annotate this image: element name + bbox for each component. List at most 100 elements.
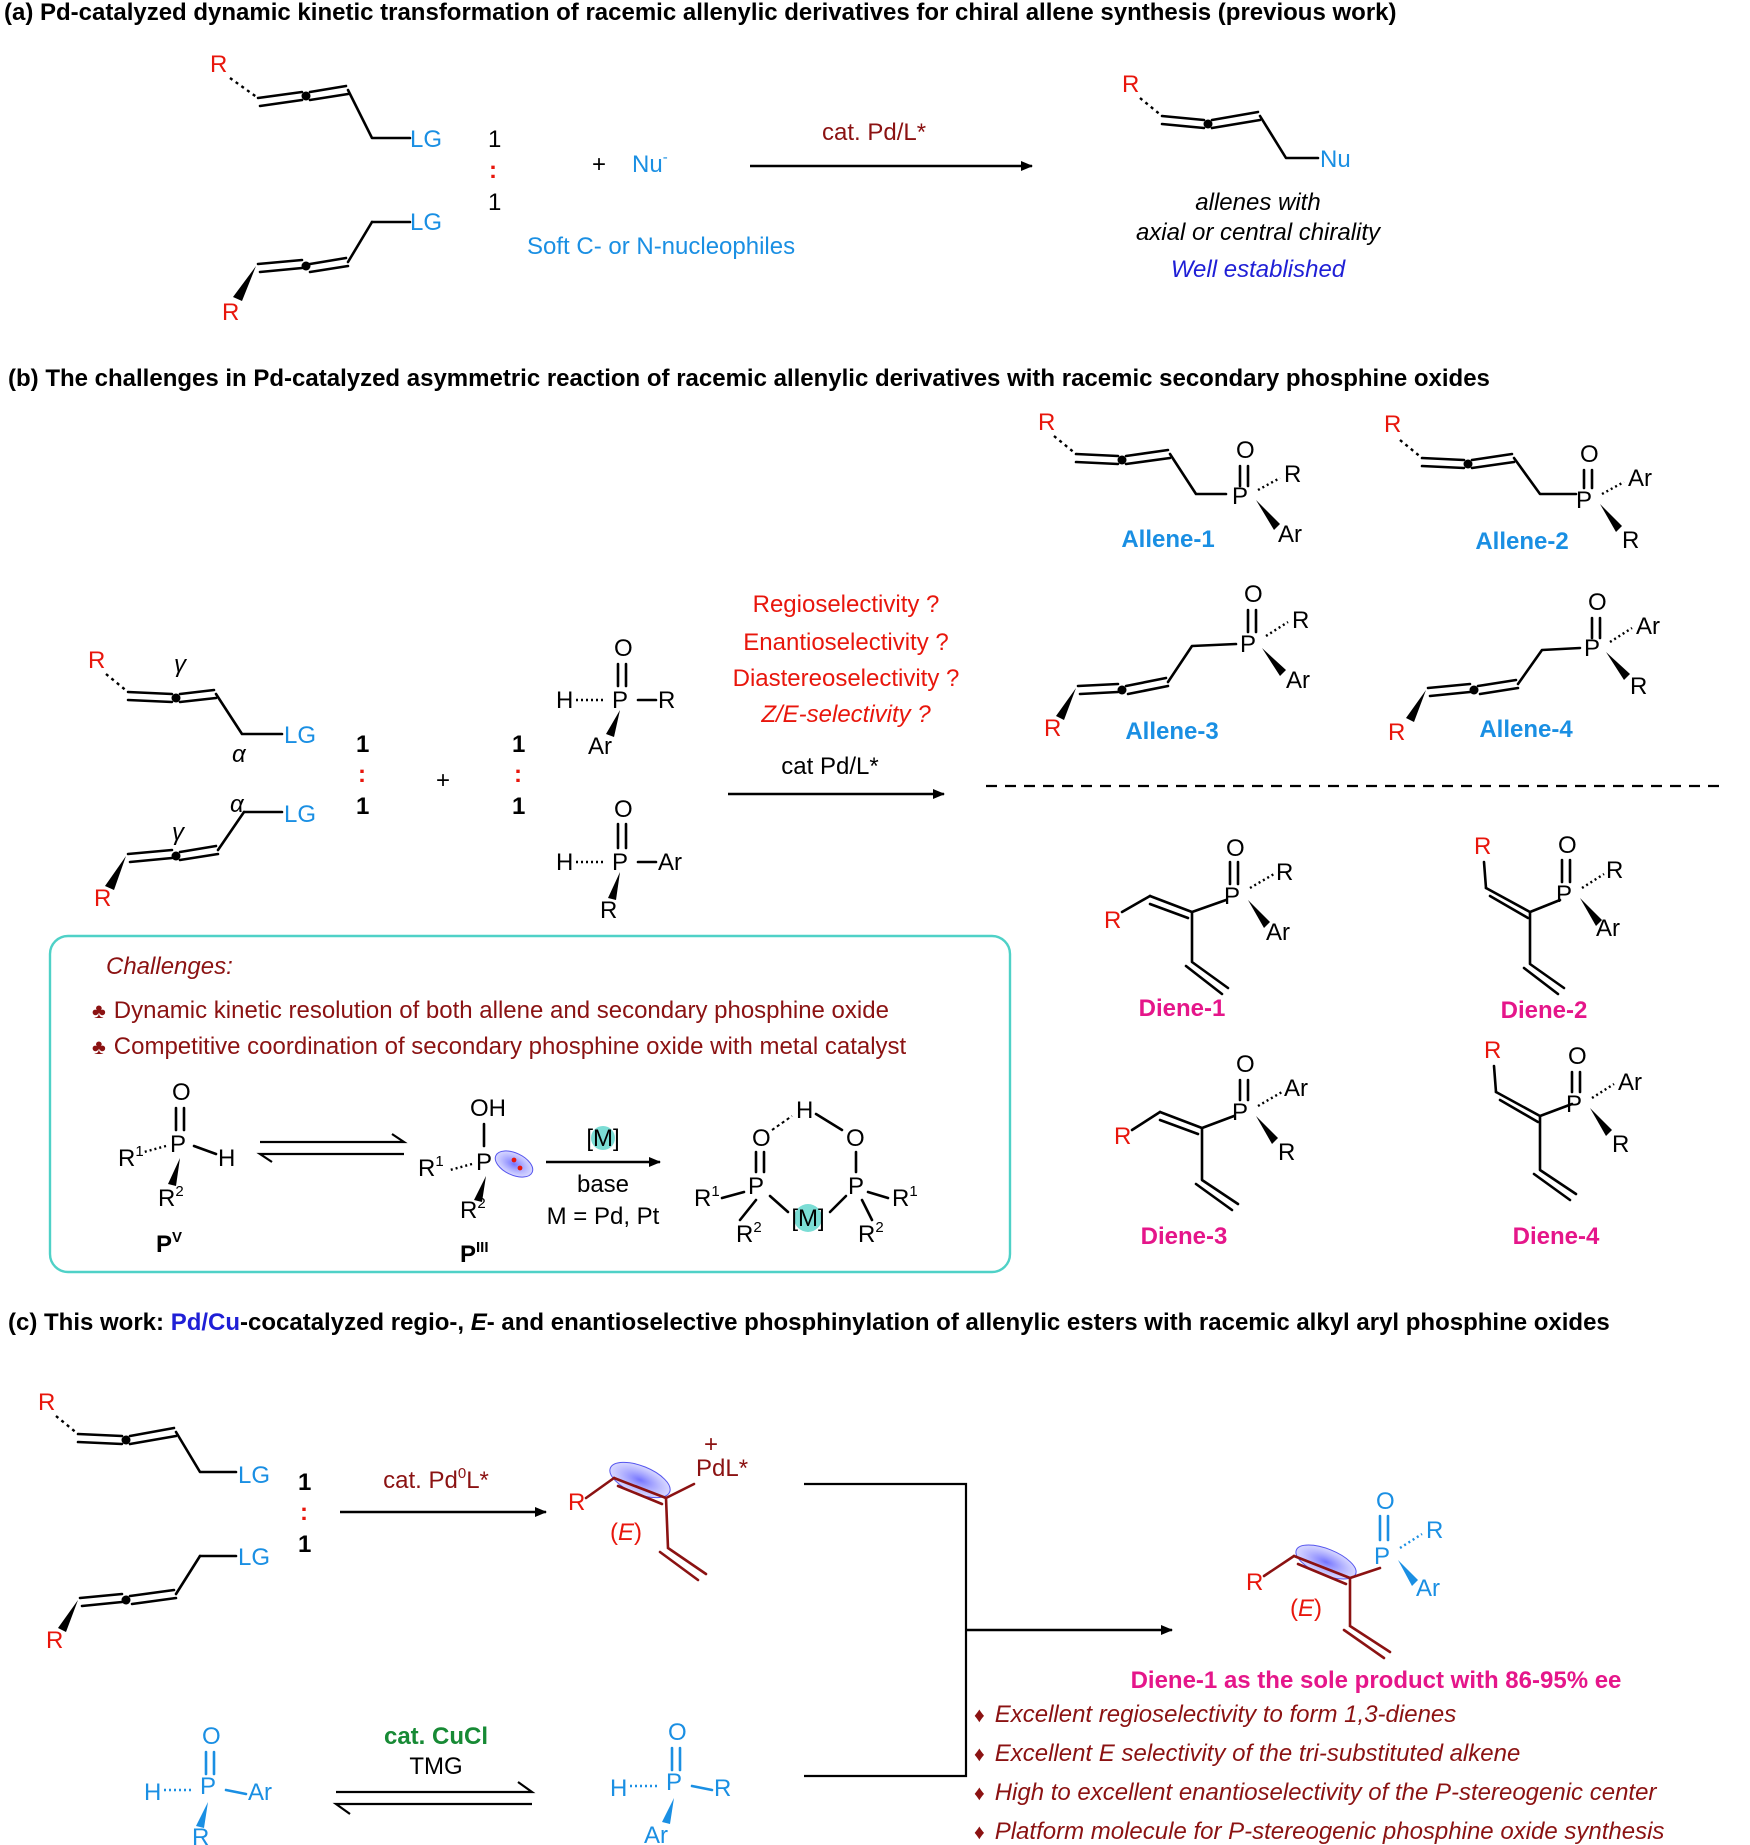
r1-label: R1 — [694, 1183, 720, 1212]
panel-c: (c) This work: Pd/Cu-cocatalyzed regio-,… — [8, 1309, 1664, 1845]
metal-label: [M] — [791, 1205, 824, 1232]
p-label: P — [1584, 635, 1600, 662]
status-note: Well established — [1171, 256, 1346, 283]
product-diene-1: R O P R Ar (E) — [1246, 1488, 1443, 1660]
allene-4-label: Allene-4 — [1479, 716, 1573, 743]
question-ze-selectivity: Z/E-selectivity ? — [760, 701, 931, 728]
diene-1-structure: R O P R Ar — [1104, 835, 1293, 996]
p-label: P — [1240, 631, 1256, 658]
r-label: R — [1104, 907, 1121, 934]
ratio-bottom: 1 — [298, 1531, 311, 1558]
equilibrium-arrow-forward — [336, 1781, 536, 1794]
allene-4-structure: O P Ar R R — [1388, 589, 1660, 746]
cu-catalyst: cat. CuCl — [384, 1723, 488, 1750]
r2-label: R2 — [736, 1219, 762, 1248]
p-label: P — [170, 1131, 186, 1158]
allene-3-structure: O P R Ar R — [1044, 581, 1310, 742]
r1-label: R1 — [118, 1143, 144, 1172]
lg-label: LG — [284, 722, 316, 749]
alpha-label: α — [232, 741, 247, 768]
r-label: R — [1388, 719, 1405, 746]
equilibrium-arrow-reverse — [256, 1152, 404, 1163]
o-label: O — [614, 635, 633, 662]
diene-2-structure: R O P R Ar — [1474, 832, 1623, 996]
panel-b: (b) The challenges in Pd-catalyzed asymm… — [8, 365, 1726, 1274]
r-label: R — [600, 897, 617, 924]
p-label: P — [848, 1173, 864, 1200]
p-label: P — [1224, 883, 1240, 910]
ar-label: Ar — [644, 1822, 668, 1845]
o-label: O — [1376, 1488, 1395, 1515]
r-label: R — [222, 299, 239, 326]
o-label: O — [172, 1079, 191, 1106]
p-label: P — [1576, 487, 1592, 514]
ar-label: Ar — [1636, 613, 1660, 640]
r-label: R — [1612, 1131, 1629, 1158]
allene-bottom-c: LG R — [46, 1544, 270, 1654]
feature-3: ♦High to excellent enantioselectivity of… — [974, 1779, 1657, 1806]
ar-label: Ar — [1278, 521, 1302, 548]
ar-label: Ar — [1416, 1575, 1440, 1602]
question-regioselectivity: Regioselectivity ? — [753, 591, 940, 618]
o-label: O — [1588, 589, 1607, 616]
r-label: R — [210, 51, 227, 78]
diene-1-label: Diene-1 — [1139, 995, 1226, 1022]
r2-label: R2 — [158, 1183, 184, 1212]
alpha-label: α — [230, 791, 245, 818]
panel-a-title: (a) Pd-catalyzed dynamic kinetic transfo… — [4, 0, 1397, 26]
allene-bottom-b: α LG γ R — [94, 791, 316, 912]
r-label: R — [1474, 833, 1491, 860]
lg-label: LG — [284, 801, 316, 828]
r-label: R — [1276, 859, 1293, 886]
ratio-bottom: 1 — [488, 189, 501, 216]
r-label: R — [1278, 1139, 1295, 1166]
question-diastereoselectivity: Diastereoselectivity ? — [733, 665, 960, 692]
ratio-sep: : — [300, 1499, 308, 1526]
cu-base: TMG — [409, 1753, 462, 1780]
diene-3-structure: R O P Ar R — [1114, 1051, 1308, 1212]
p-label: P — [666, 1769, 682, 1796]
catalyst-b: cat Pd/L* — [781, 753, 878, 780]
o-label: O — [1580, 441, 1599, 468]
r-label: R — [88, 647, 105, 674]
lg-label: LG — [238, 1544, 270, 1571]
convergence-bracket — [804, 1482, 968, 1778]
r-label: R — [1246, 1569, 1263, 1596]
o-label: O — [668, 1719, 687, 1746]
pv-label: PV — [156, 1229, 182, 1258]
p-label: P — [612, 849, 628, 876]
ratio-sep: : — [358, 761, 366, 788]
product-allene-a: R Nu — [1122, 71, 1351, 173]
ar-label: Ar — [1618, 1069, 1642, 1096]
p-label: P — [748, 1173, 764, 1200]
r1-label: R1 — [892, 1183, 918, 1212]
base-label: base — [577, 1171, 629, 1198]
h-label: H — [144, 1779, 161, 1806]
equilibrium-arrow-forward — [260, 1133, 408, 1144]
lg-label: LG — [410, 126, 442, 153]
ar-label: Ar — [1628, 465, 1652, 492]
nucleophile-note: Soft C- or N-nucleophiles — [527, 233, 795, 260]
r-label: R — [1606, 857, 1623, 884]
nucleophile: Nu- — [632, 149, 668, 178]
r-label: R — [658, 687, 675, 714]
spo-left-c: O P H Ar R — [144, 1723, 272, 1845]
r-label: R — [94, 885, 111, 912]
challenges-box: Challenges: ♣Dynamic kinetic resolution … — [48, 934, 1012, 1274]
r-label: R — [1122, 71, 1139, 98]
o-label: O — [614, 796, 633, 823]
product-note: Diene-1 as the sole product with 86-95% … — [1131, 1667, 1622, 1694]
o-label: O — [1236, 437, 1255, 464]
o-label: O — [1568, 1043, 1587, 1070]
allene-2-label: Allene-2 — [1475, 528, 1568, 555]
challenges-heading: Challenges: — [106, 953, 233, 980]
r-label: R — [38, 1389, 55, 1416]
o-label: O — [1244, 581, 1263, 608]
question-enantioselectivity: Enantioselectivity ? — [743, 629, 948, 656]
h-label: H — [218, 1145, 235, 1172]
piii-label: PIII — [460, 1239, 489, 1268]
ar-label: Ar — [1266, 919, 1290, 946]
piii-tautomer: OH P R1 R2 PIII — [418, 1095, 534, 1268]
spo-enantiomer-2: O P H Ar R — [556, 796, 682, 924]
nu-label: Nu — [1320, 146, 1351, 173]
